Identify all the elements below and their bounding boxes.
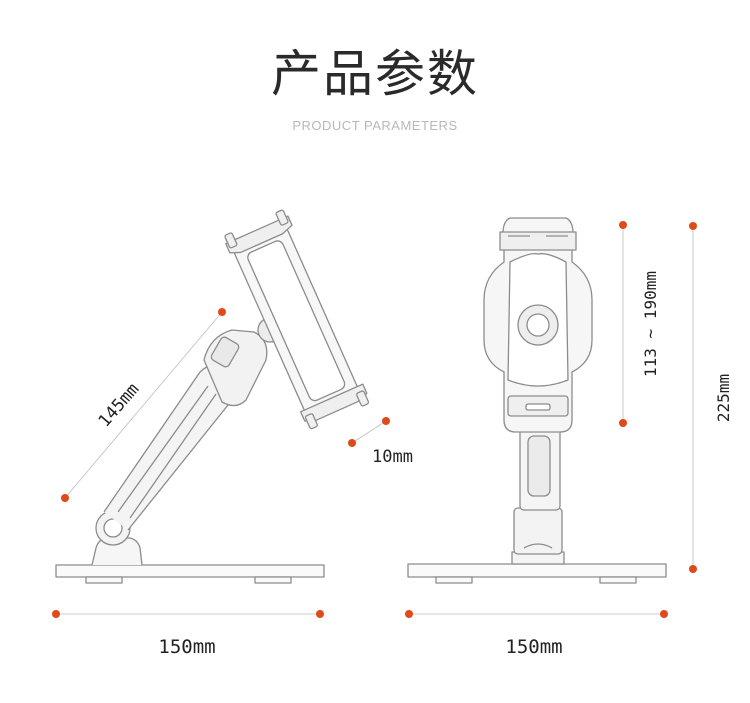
total-height-label: 225mm	[714, 374, 733, 422]
clamp-depth-dimension: 10mm	[348, 417, 413, 467]
total-height-dimension: 225mm	[689, 222, 733, 573]
dim-marker-dot	[218, 308, 226, 316]
dim-marker-dot	[382, 417, 390, 425]
front-base-width-label: 150mm	[505, 636, 562, 658]
arm-length-label: 145mm	[95, 380, 144, 432]
dim-marker-dot	[619, 221, 627, 229]
dim-marker-dot	[61, 494, 69, 502]
clamp-depth-label: 10mm	[372, 447, 413, 467]
page-title: 产品参数	[271, 45, 479, 103]
dim-marker-dot	[619, 419, 627, 427]
dim-marker-dot	[52, 610, 60, 618]
dim-marker-dot	[316, 610, 324, 618]
side-base-width-dimension: 150mm	[52, 610, 324, 658]
clamp-range-label: 113 ~ 190mm	[641, 271, 660, 377]
dim-marker-dot	[689, 565, 697, 573]
front-view-stand	[407, 217, 667, 584]
clamp-range-dimension: 113 ~ 190mm	[619, 221, 660, 427]
page-subtitle: PRODUCT PARAMETERS	[292, 118, 458, 133]
side-view-stand	[55, 209, 370, 584]
front-base-width-dimension: 150mm	[405, 610, 668, 658]
dim-marker-dot	[689, 222, 697, 230]
side-base-width-label: 150mm	[158, 636, 215, 658]
dim-marker-dot	[405, 610, 413, 618]
dim-marker-dot	[660, 610, 668, 618]
dim-marker-dot	[348, 439, 356, 447]
